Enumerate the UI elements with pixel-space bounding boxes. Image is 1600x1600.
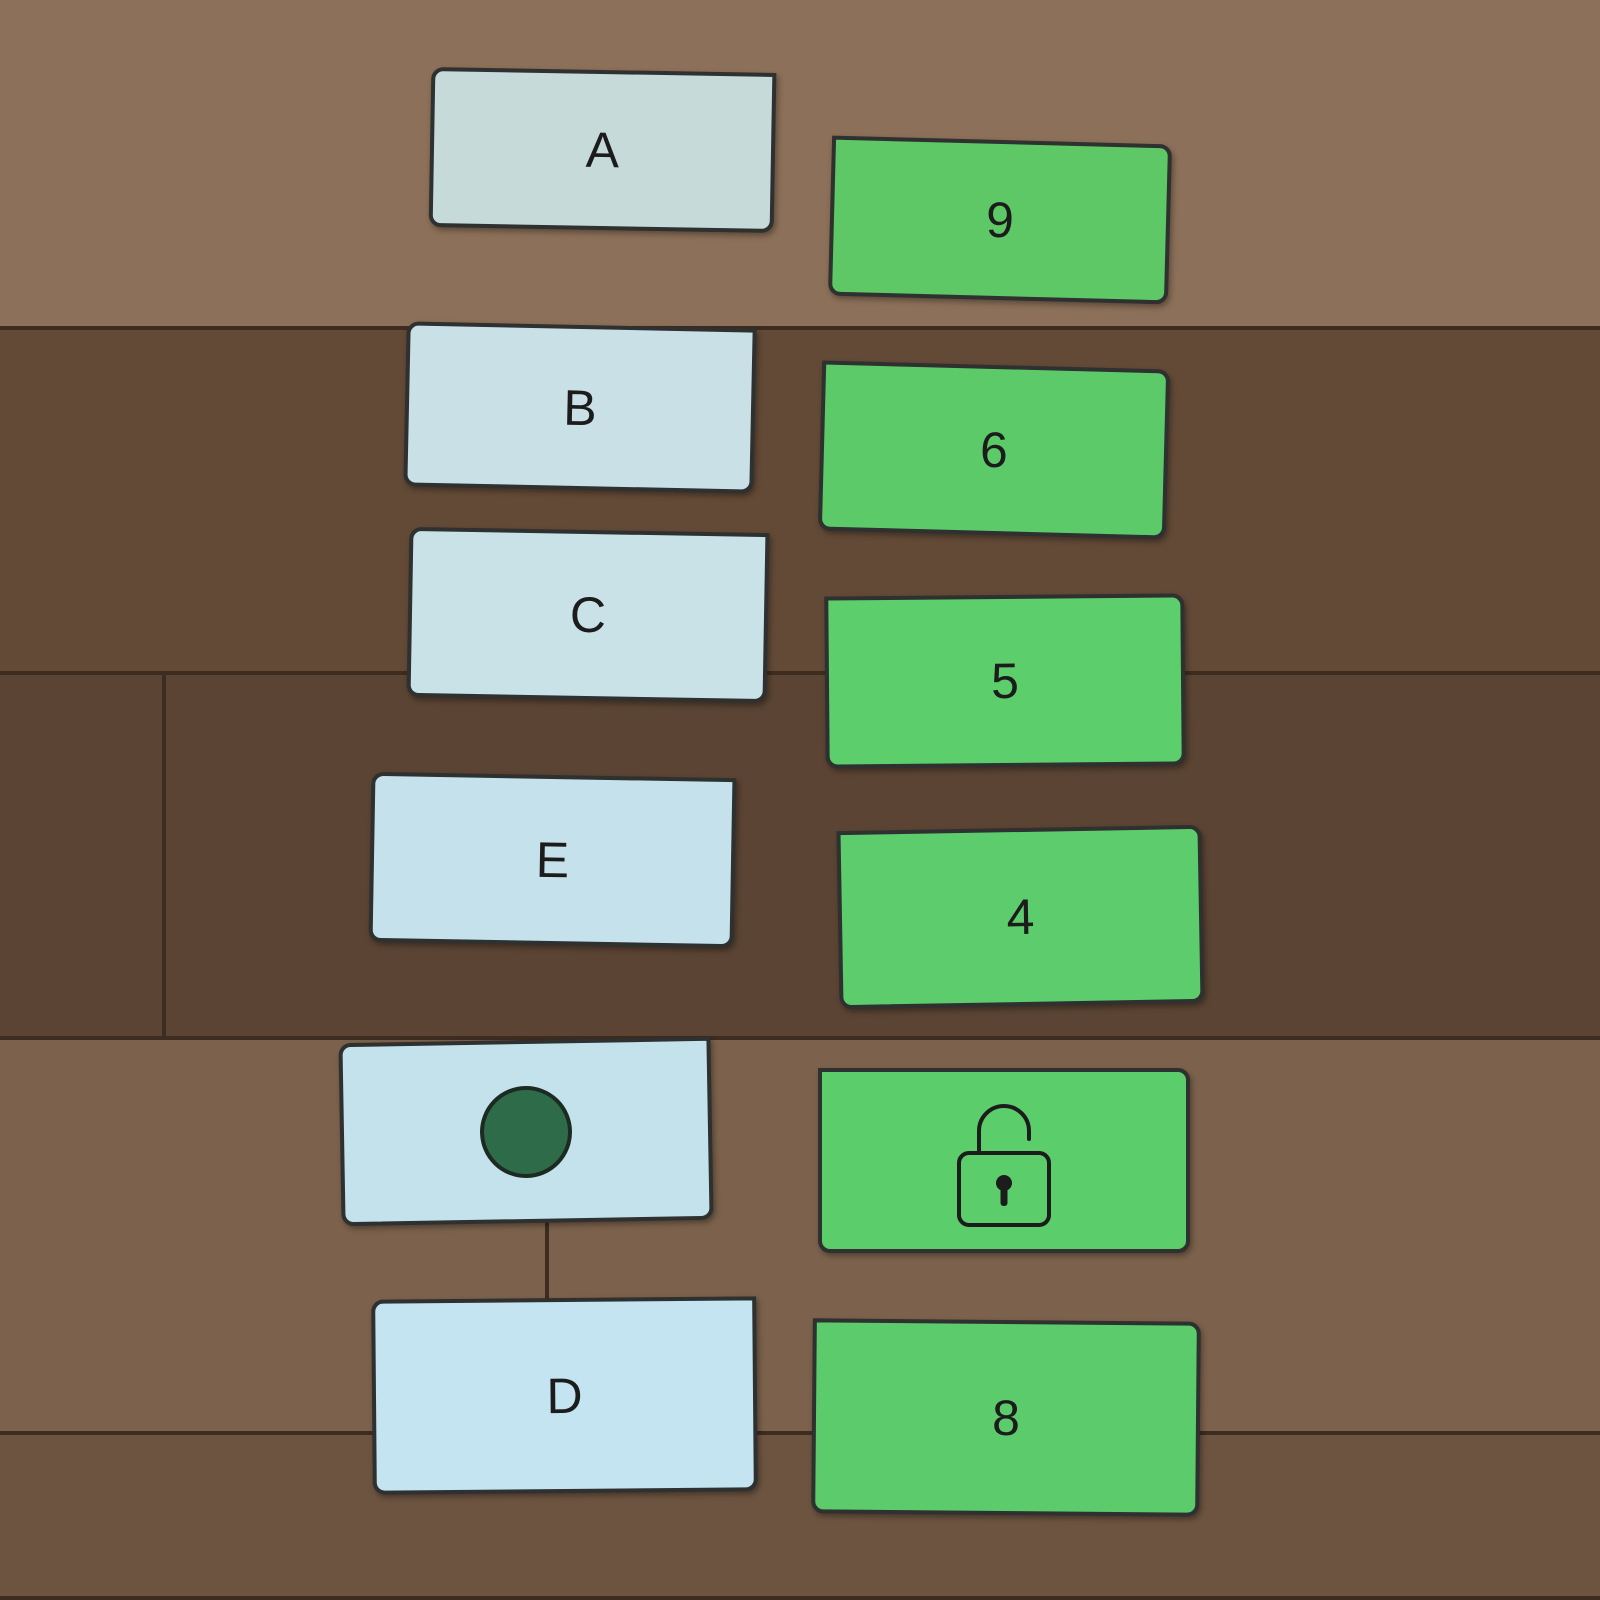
card-5[interactable]: 5: [824, 593, 1186, 769]
card-e[interactable]: E: [368, 771, 737, 949]
card-number-label: 4: [1006, 888, 1035, 946]
card-number-label: 5: [990, 652, 1020, 710]
floor-plank: [0, 1435, 1600, 1600]
card-number-label: 9: [985, 191, 1015, 249]
card-9[interactable]: 9: [827, 135, 1173, 305]
card-letter-label: C: [569, 586, 607, 644]
floor-plank: [0, 1040, 1600, 1435]
card-letter-label: D: [546, 1367, 583, 1424]
card-c[interactable]: C: [406, 526, 770, 704]
card-unlocked-padlock[interactable]: [818, 1068, 1190, 1253]
card-letter-label: B: [562, 379, 598, 436]
unlocked-padlock-icon: [957, 1103, 1051, 1227]
card-number-label: 6: [979, 421, 1009, 479]
card-a[interactable]: A: [428, 67, 777, 233]
floor-plank: [0, 675, 1600, 1040]
floor-plank: [0, 330, 1600, 675]
card-4[interactable]: 4: [836, 824, 1205, 1010]
floor-plank: [0, 0, 1600, 330]
card-letter-label: E: [535, 831, 570, 889]
plank-seam: [162, 675, 166, 1040]
card-letter-label: A: [585, 121, 620, 179]
card-6[interactable]: 6: [817, 360, 1171, 540]
card-b[interactable]: B: [403, 321, 757, 494]
card-8[interactable]: 8: [811, 1318, 1201, 1517]
card-d[interactable]: D: [371, 1296, 758, 1495]
card-number-label: 8: [991, 1389, 1021, 1446]
green-dot-icon: [479, 1084, 573, 1179]
card-green-dot[interactable]: [338, 1036, 714, 1227]
